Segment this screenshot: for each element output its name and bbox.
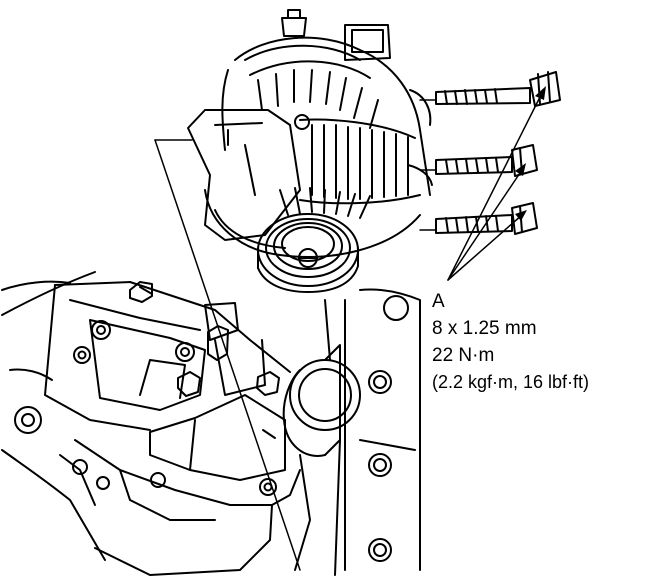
callout-torque-nm: 22 N·m xyxy=(432,345,495,366)
engine-block xyxy=(1,271,421,576)
bolt-top xyxy=(435,71,561,107)
callout-bolt-size: 8 x 1.25 mm xyxy=(432,318,537,339)
callout-letter: A xyxy=(432,291,445,312)
alternator xyxy=(187,9,433,293)
callout-arrowheads xyxy=(515,86,546,221)
callout-torque-alt: (2.2 kgf·m, 16 lbf·ft) xyxy=(432,372,590,392)
bolt-bottom xyxy=(435,202,538,235)
guide-lines xyxy=(154,99,437,571)
callout-leaders xyxy=(447,92,543,281)
